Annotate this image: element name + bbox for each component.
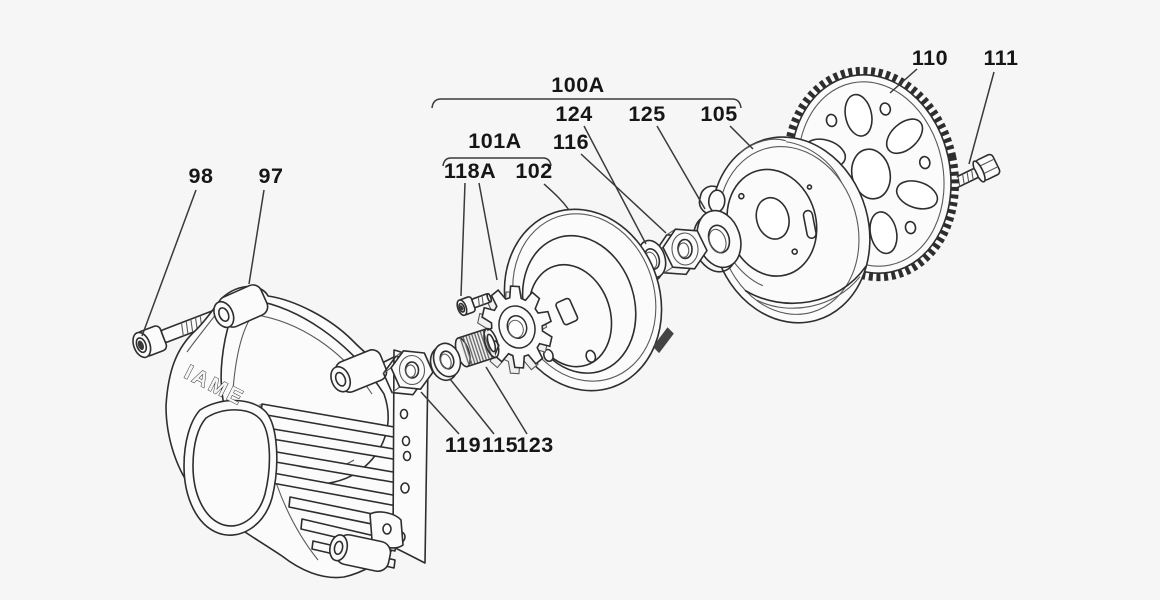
label-105: 105 [700, 102, 737, 126]
label-102: 102 [515, 159, 552, 183]
label-97: 97 [259, 164, 284, 188]
part-washer-115 [429, 342, 462, 382]
label-124: 124 [555, 102, 592, 126]
leader-lines [141, 68, 995, 435]
label-125: 125 [628, 102, 665, 126]
part-cover-97: IAME [165, 284, 429, 579]
label-101a: 101A [468, 129, 521, 153]
label-110: 110 [912, 46, 948, 70]
label-115: 115 [482, 433, 518, 457]
label-100a: 100A [551, 73, 604, 97]
callout-labels: 98 97 100A 124 125 105 116 101A 118A 102… [189, 46, 1019, 457]
label-118a: 118A [444, 159, 496, 183]
part-nut-119 [382, 350, 434, 396]
part-drum-sprocket [466, 278, 563, 383]
label-111: 111 [984, 46, 1019, 70]
label-123: 123 [516, 433, 553, 457]
cover-lower-boss [329, 533, 392, 573]
cover-right-boss [330, 349, 388, 393]
gear-teeth [782, 66, 960, 282]
bracket-101a [442, 157, 552, 167]
cover-upper-boss [213, 284, 269, 329]
label-98: 98 [189, 164, 214, 188]
bracket-100a [431, 98, 742, 109]
label-116: 116 [553, 130, 589, 154]
cover-opening [183, 399, 278, 536]
part-bolt-118a [456, 292, 493, 317]
label-119: 119 [445, 433, 481, 457]
